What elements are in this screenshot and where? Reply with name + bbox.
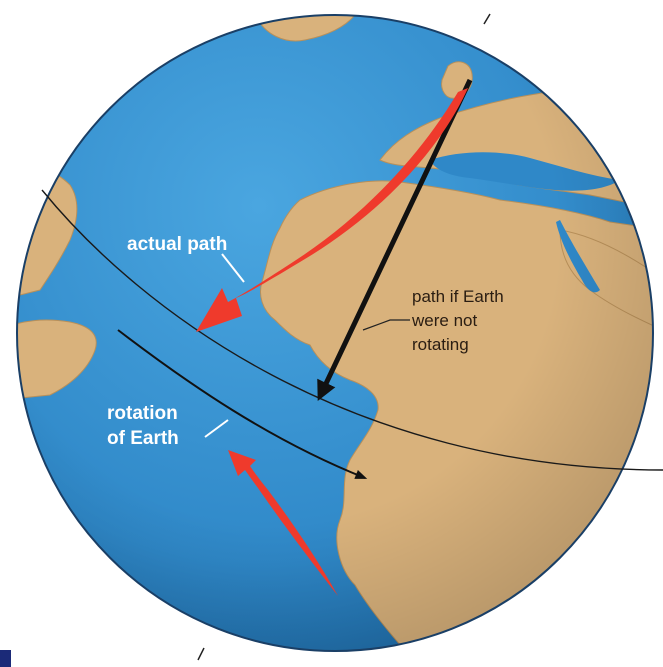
southern-deflection-arrow [228,450,338,596]
rotation-arrow [117,329,368,479]
madagascar [599,535,624,585]
not-rotating-label-line1: path if Earth [412,287,504,306]
not-rotating-label-line3: rotating [412,335,469,354]
continents [17,15,653,651]
equator-line [41,189,663,471]
corner-mark [0,650,11,667]
rotation-leader [204,419,229,438]
north-pole-axis-mark [483,13,491,25]
not-rotating-label-line2: were not [411,311,477,330]
rotation-label-line2: of Earth [107,428,179,449]
actual-path-label: actual path [127,234,227,255]
actual-path-arrow [196,88,468,332]
not-rotating-leader [362,319,410,331]
actual-path-leader [221,253,245,283]
south-pole-axis-mark [197,647,205,661]
globe-outline [16,14,654,652]
straight-path-arrow [317,78,473,402]
rotation-label-line1: rotation [107,403,178,424]
